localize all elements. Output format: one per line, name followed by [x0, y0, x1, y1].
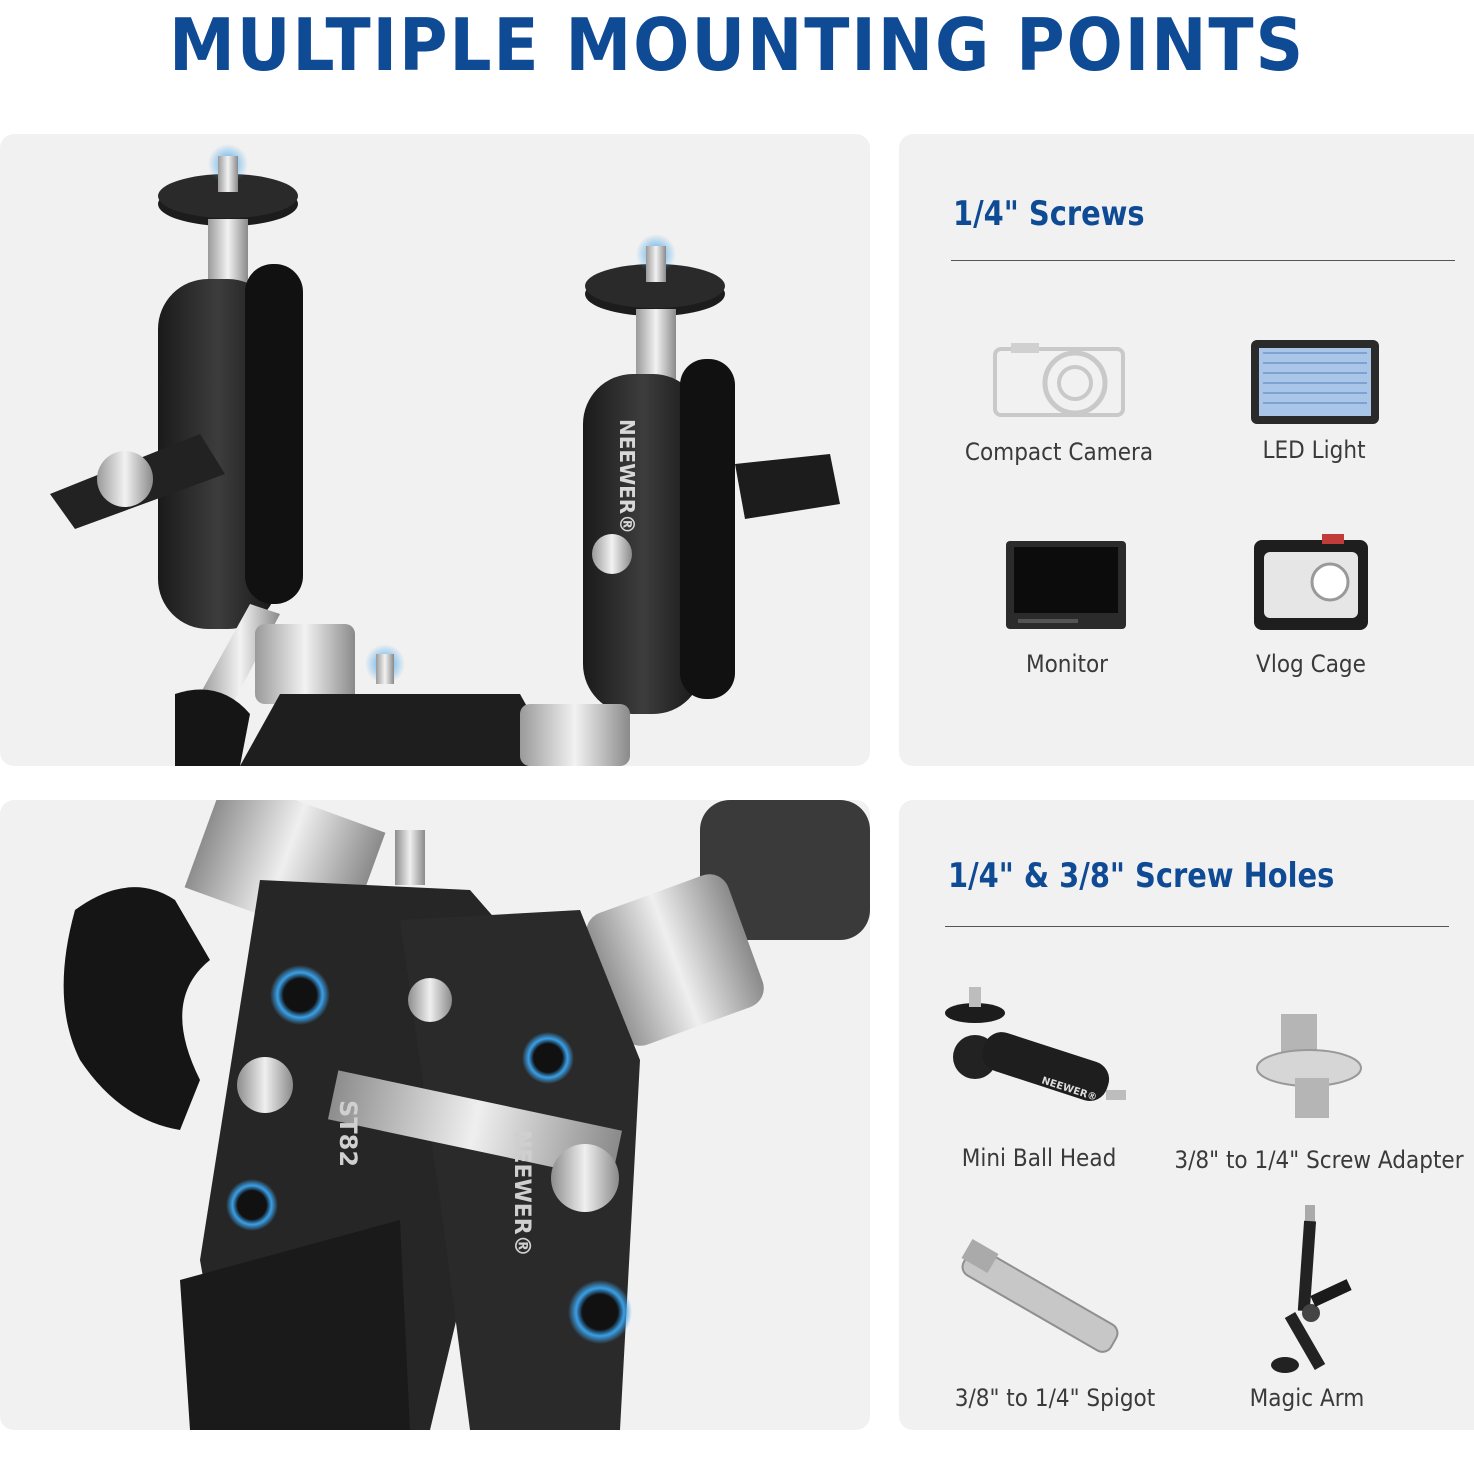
super-clamp-illustration: ST82 NEEWER® [63, 800, 870, 1430]
screws-divider [951, 260, 1455, 261]
screws-panel: 1/4" Screws Compact Camera LED Light Mon… [899, 134, 1474, 766]
screws-item-label: Vlog Cage [1256, 650, 1366, 678]
screws-section-title: 1/4" Screws [953, 194, 1145, 234]
brand-label: NEEWER® [615, 419, 639, 534]
screw-adapter-icon [1256, 1014, 1362, 1118]
compact-camera-icon [993, 343, 1125, 417]
magic-arm-icon [1271, 1205, 1352, 1373]
monitor-icon [1006, 541, 1126, 629]
screw-holes-panel: 1/4" & 3/8" Screw Holes NEEWER® Mini Bal… [899, 800, 1474, 1430]
screws-item-label: Monitor [1025, 650, 1109, 678]
holes-item-label: 3/8" to 1/4" Screw Adapter [1174, 1146, 1464, 1174]
super-clamp-photo: ST82 NEEWER® [0, 800, 870, 1430]
ball-head-arms-illustration: NEEWER® [50, 144, 840, 766]
screws-item-label: Compact Camera [964, 438, 1154, 466]
spigot-icon [961, 1238, 1119, 1353]
holes-item-label: Magic Arm [1249, 1384, 1365, 1412]
model-label: ST82 [334, 1100, 362, 1167]
screws-item-label: LED Light [1262, 436, 1366, 464]
ball-head-arms-photo: NEEWER® [0, 134, 870, 766]
holes-item-label: 3/8" to 1/4" Spigot [954, 1384, 1156, 1412]
holes-divider [945, 926, 1449, 927]
vlog-cage-icon [1254, 534, 1368, 630]
mini-ball-head-icon: NEEWER® [945, 987, 1126, 1104]
page-title: MULTIPLE MOUNTING POINTS [169, 3, 1305, 87]
brand-label: NEEWER® [509, 1130, 534, 1257]
holes-item-label: Mini Ball Head [961, 1144, 1117, 1172]
holes-section-title: 1/4" & 3/8" Screw Holes [948, 856, 1335, 896]
led-light-icon [1251, 340, 1379, 424]
